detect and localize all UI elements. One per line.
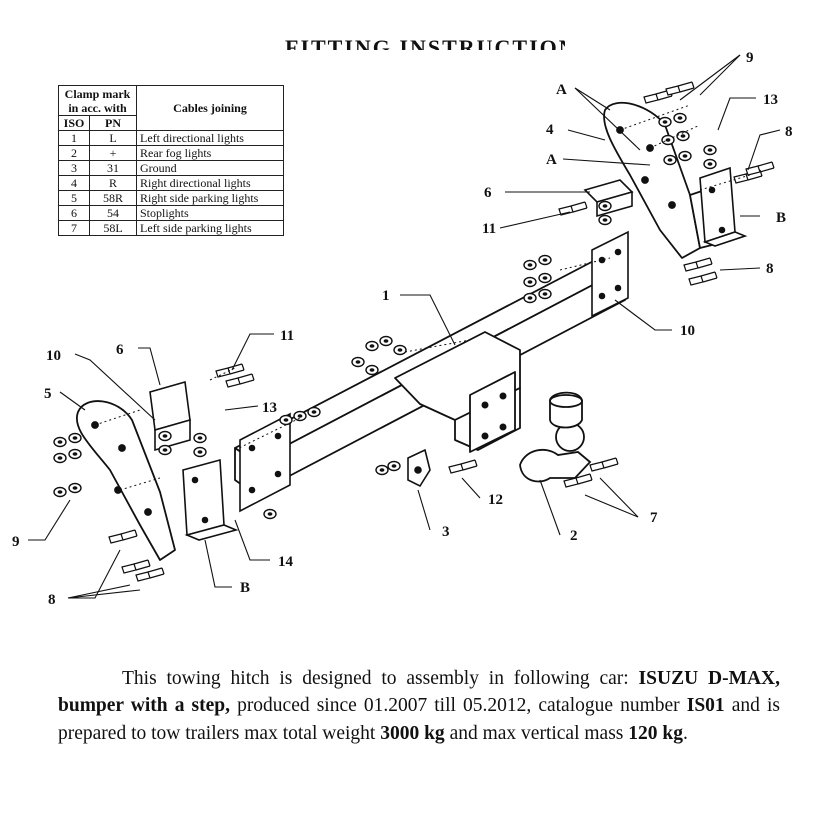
callout-13-right: 13 bbox=[763, 92, 778, 108]
description-paragraph: This towing hitch is designed to assembl… bbox=[58, 665, 780, 748]
right-end-plate bbox=[591, 230, 629, 318]
catalogue-number: IS01 bbox=[686, 695, 725, 716]
description-vertical: and max vertical mass bbox=[444, 722, 629, 744]
callout-2: 2 bbox=[570, 528, 578, 544]
callout-labels: 1 2 3 4 5 6 6 7 8 8 8 9 9 10 10 11 11 12… bbox=[12, 50, 793, 608]
callout-8-left: 8 bbox=[48, 592, 56, 608]
callout-a-middle: A bbox=[546, 152, 557, 168]
car-model: ISUZU D-MAX, bumper with a step, bbox=[58, 667, 781, 717]
cell-cable: Right directional lights bbox=[136, 175, 284, 191]
center-bracket bbox=[394, 331, 521, 453]
table-row: 4 R Right directional lights bbox=[58, 175, 284, 191]
description-period: produced since 01.2007 till 05.2012, cat… bbox=[230, 695, 687, 716]
callout-3: 3 bbox=[442, 524, 450, 540]
left-bracket-6 bbox=[149, 380, 191, 452]
callout-4: 4 bbox=[546, 122, 554, 138]
callout-10-right: 10 bbox=[680, 323, 695, 339]
description-end: . bbox=[683, 722, 688, 744]
callout-b-right: B bbox=[776, 210, 786, 226]
callout-13-left: 13 bbox=[262, 400, 277, 416]
table-row: 6 54 Stoplights bbox=[58, 205, 284, 221]
cell-cable: Right side parking lights bbox=[136, 190, 284, 206]
page-heading: FITTING INSTRUCTION bbox=[285, 35, 565, 51]
nut-group bbox=[53, 112, 717, 520]
table-subheader-row: ISO PN bbox=[58, 115, 284, 131]
callout-14: 14 bbox=[278, 554, 294, 570]
table-row: 2 + Rear fog lights bbox=[58, 145, 284, 161]
callout-8-right: 8 bbox=[766, 261, 774, 277]
left-plate-b bbox=[182, 458, 239, 541]
tow-ball bbox=[519, 391, 592, 483]
max-vertical-mass: 120 kg bbox=[628, 722, 683, 744]
max-total-weight: 3000 kg bbox=[380, 722, 445, 744]
callout-7: 7 bbox=[650, 510, 658, 526]
callout-6-right: 6 bbox=[484, 185, 492, 201]
description-intro: This towing hitch is designed to assembl… bbox=[122, 667, 629, 689]
callout-1: 1 bbox=[382, 288, 390, 304]
assembly-guide-lines bbox=[94, 104, 751, 491]
callout-b-left: B bbox=[240, 580, 250, 596]
cell-pn: 58R bbox=[89, 190, 137, 206]
cell-cable: Left side parking lights bbox=[136, 220, 284, 236]
left-side-bracket bbox=[75, 400, 176, 561]
callout-11-right: 11 bbox=[482, 221, 496, 237]
callout-12: 12 bbox=[488, 492, 503, 508]
callout-11-left: 11 bbox=[280, 328, 294, 344]
callout-9-top: 9 bbox=[746, 50, 754, 66]
callout-5: 5 bbox=[44, 386, 52, 402]
header-clamp-mark: Clamp mark in acc. with bbox=[58, 85, 137, 116]
leader-lines bbox=[28, 54, 781, 599]
socket-bracket bbox=[407, 448, 431, 488]
header-pn: PN bbox=[89, 115, 137, 131]
callout-10-left: 10 bbox=[46, 348, 61, 364]
callout-6-left: 6 bbox=[116, 342, 124, 358]
cell-iso: 7 bbox=[58, 220, 90, 236]
right-plate-b bbox=[699, 166, 748, 247]
table-row: 7 58L Left side parking lights bbox=[58, 220, 284, 236]
callout-8-top: 8 bbox=[785, 124, 793, 140]
table-row: 5 58R Right side parking lights bbox=[58, 190, 284, 206]
left-end-plate bbox=[239, 412, 291, 513]
callout-9-left: 9 bbox=[12, 534, 20, 550]
clamp-mark-table: Clamp mark in acc. with Cables joining I… bbox=[58, 85, 284, 236]
description-tow: and is prepared to tow trailers max tota… bbox=[58, 695, 780, 744]
cell-cable: Rear fog lights bbox=[136, 145, 284, 161]
callout-a-top: A bbox=[556, 82, 567, 98]
towbar-exploded-drawing: 1 2 3 4 5 6 6 7 8 8 8 9 9 10 10 11 11 12… bbox=[12, 50, 793, 608]
right-bracket-6 bbox=[583, 179, 634, 218]
